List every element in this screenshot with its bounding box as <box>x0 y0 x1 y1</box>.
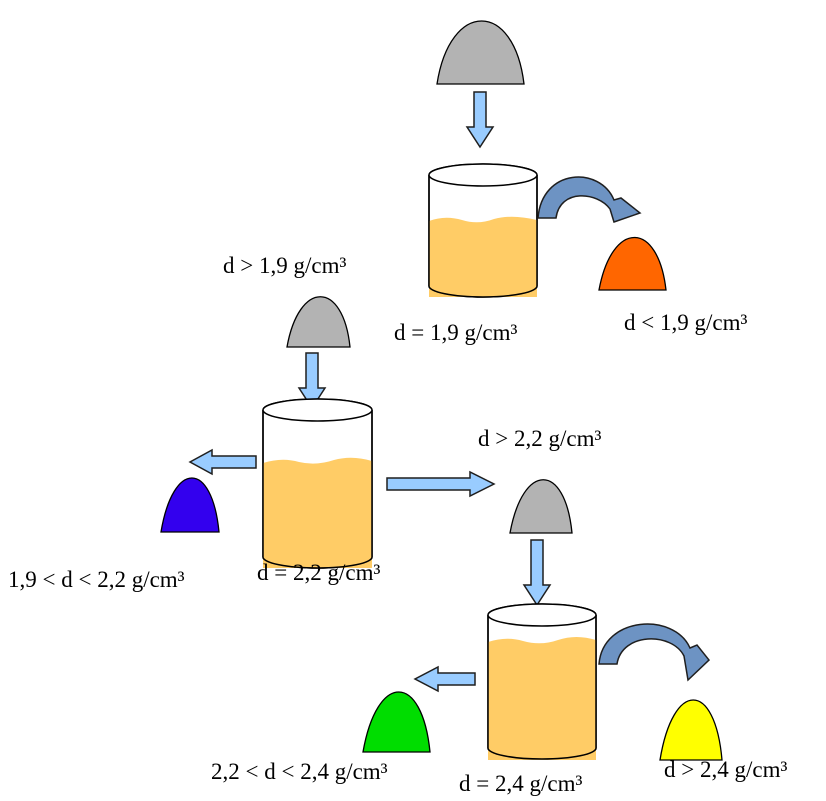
down-arrow-icon <box>522 539 552 607</box>
left-arrow-icon <box>413 665 476 693</box>
gray-sample-heap-icon <box>436 20 525 85</box>
left-arrow-icon <box>188 448 257 476</box>
stage3-sink-label: d > 2,4 g/cm³ <box>664 757 787 782</box>
mid-high-fraction-heap-icon <box>362 691 431 753</box>
curved-arrow-icon <box>537 176 642 223</box>
stage2-float-label: 1,9 < d < 2,2 g/cm³ <box>8 567 185 592</box>
heavy-fraction-heap-icon <box>659 699 723 761</box>
liquid <box>429 216 537 297</box>
stage2-beaker-label: d = 2,2 g/cm³ <box>257 560 380 585</box>
down-arrow-icon <box>297 352 327 410</box>
heavy-liquid-beaker-icon <box>262 398 373 569</box>
stage3-beaker-label: d = 2,4 g/cm³ <box>459 771 582 796</box>
stage1-float-label: d < 1,9 g/cm³ <box>624 310 747 335</box>
stage1-beaker-label: d = 1,9 g/cm³ <box>394 320 517 345</box>
gray-sample-heap-icon <box>286 296 351 348</box>
stage3-input-label: d > 2,2 g/cm³ <box>478 426 601 451</box>
liquid <box>488 637 596 760</box>
mid-low-fraction-heap-icon <box>160 477 220 533</box>
heavy-liquid-beaker-icon <box>428 163 538 298</box>
stage3-float-label: 2,2 < d < 2,4 g/cm³ <box>211 759 388 784</box>
curved-arrow-icon <box>598 623 711 682</box>
heavy-liquid-beaker-icon <box>487 603 597 760</box>
liquid <box>263 457 372 568</box>
light-fraction-heap-icon <box>598 236 667 291</box>
stage2-input-label: d > 1,9 g/cm³ <box>223 253 346 278</box>
down-arrow-icon <box>465 91 495 149</box>
right-arrow-icon <box>386 470 496 498</box>
gray-sample-heap-icon <box>509 479 573 534</box>
